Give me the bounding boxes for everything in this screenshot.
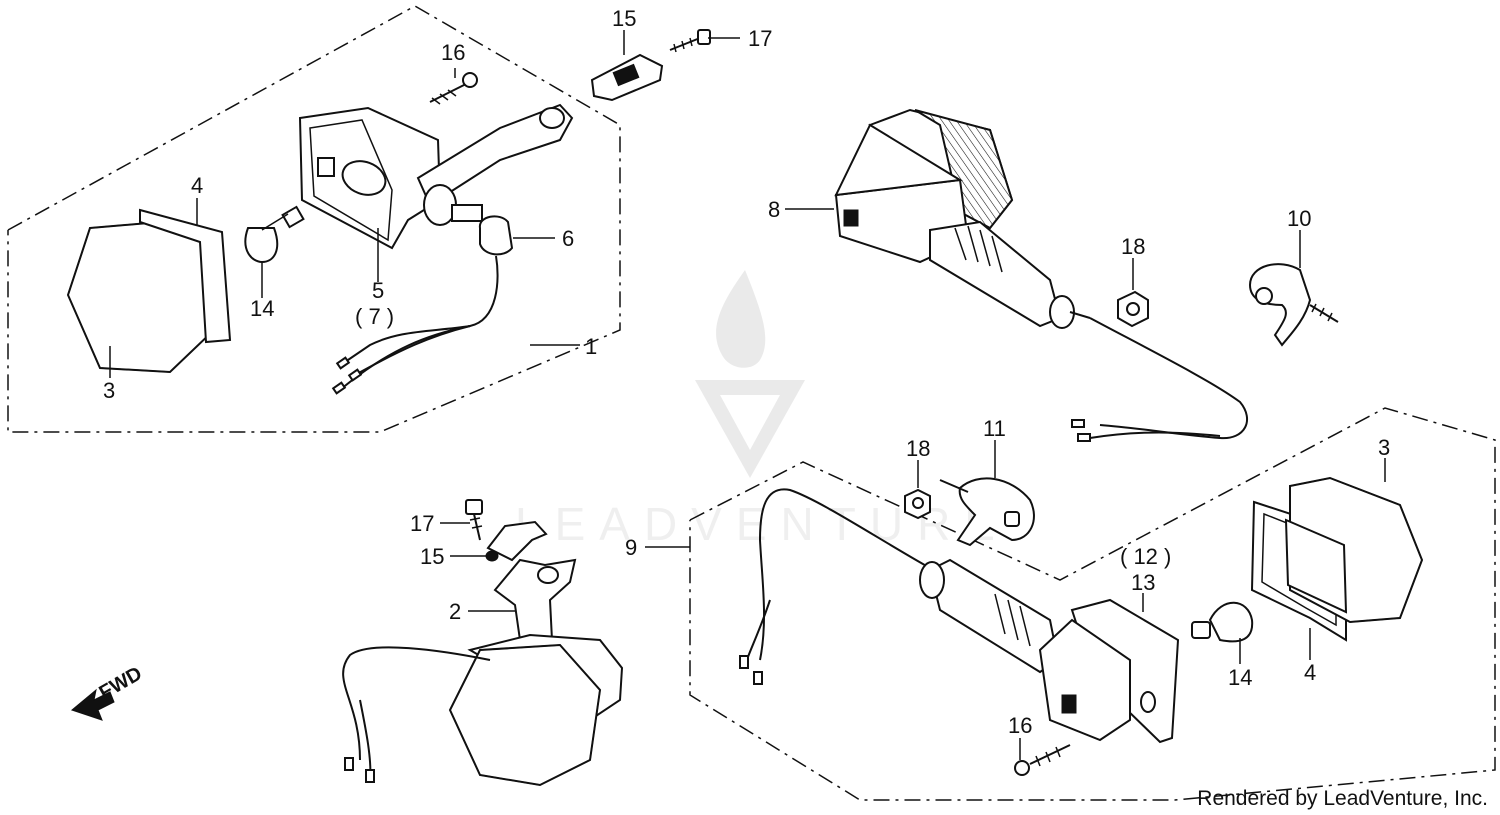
- callout-13: 13: [1131, 570, 1155, 595]
- callout-14b: 14: [1228, 665, 1252, 690]
- footer-credit: Rendered by LeadVenture, Inc.: [1197, 787, 1488, 810]
- fwd-label: FWD: [96, 663, 146, 705]
- callout-16b: 16: [1008, 713, 1032, 738]
- front-right-turn-signal: [834, 108, 1339, 442]
- callout-10: 10: [1287, 206, 1311, 231]
- callout-4a: 4: [191, 173, 203, 198]
- callout-3a: 3: [103, 378, 115, 403]
- callout-2: 2: [449, 599, 461, 624]
- fwd-arrow-icon: [70, 688, 115, 721]
- rear-right-turn-signal: [739, 476, 1424, 776]
- watermark-text: LEADVENTURE: [515, 498, 1009, 550]
- callout-12: ( 12 ): [1120, 544, 1171, 569]
- callout-5: 5: [372, 278, 384, 303]
- callout-15a: 15: [612, 6, 636, 31]
- callout-11: 11: [983, 416, 1006, 441]
- callout-8: 8: [768, 197, 780, 222]
- callout-3b: 3: [1378, 435, 1390, 460]
- assembly-boundary-9: [689, 407, 1496, 801]
- callout-7: ( 7 ): [355, 304, 394, 329]
- callout-1: 1: [585, 334, 597, 359]
- assembly-boundary-1: [7, 5, 621, 433]
- callout-14a: 14: [250, 296, 274, 321]
- callout-labels: 4 3 14 5 ( 7 ) 6 1 16 15 17 8 18 10 11 1…: [103, 6, 1390, 738]
- callout-6: 6: [562, 226, 574, 251]
- leader-lines: [109, 30, 1386, 760]
- callout-18a: 18: [1121, 234, 1145, 259]
- callout-16a: 16: [441, 40, 465, 65]
- callout-18b: 18: [906, 436, 930, 461]
- callout-4b: 4: [1304, 660, 1316, 685]
- watermark-logo: LEADVENTURE: [515, 270, 1009, 550]
- callout-9: 9: [625, 535, 637, 560]
- callout-17a: 17: [748, 26, 772, 51]
- callout-17b: 17: [410, 511, 434, 536]
- callout-15b: 15: [420, 544, 444, 569]
- front-left-turn-signal: [66, 29, 711, 395]
